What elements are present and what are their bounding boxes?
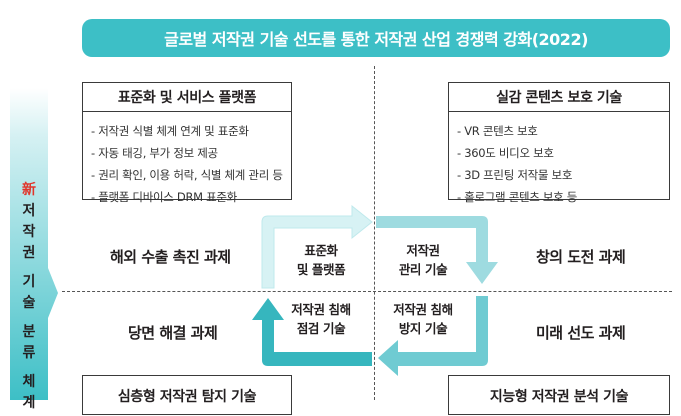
cycle-arrow-top-right [376, 216, 498, 284]
cycle-label-infringement-prevention: 저작권 침해 방지 기술 [393, 302, 453, 336]
side-label-char: 분 [22, 324, 36, 340]
title-banner: 글로벌 저작권 기술 선도를 통한 저작권 산업 경쟁력 강화(2022) [82, 19, 670, 57]
banner-title: 글로벌 저작권 기술 선도를 통한 저작권 산업 경쟁력 강화(2022) [164, 30, 588, 49]
side-label-char: 작 [22, 224, 36, 240]
cycle-arrows [252, 204, 498, 376]
quadrant-label-future: 미래 선도 과제 [536, 324, 626, 342]
box-item: VR 콘텐츠 보호 [457, 120, 669, 142]
box-title: 실감 콘텐츠 보호 기술 [449, 83, 669, 112]
cycle-label-standard-platform: 표준화 및 플랫폼 [296, 243, 346, 277]
side-label-char: 기 [22, 274, 36, 290]
vertical-divider [374, 66, 375, 400]
box-immersive-content-protection: 실감 콘텐츠 보호 기술 VR 콘텐츠 보호 360도 비디오 보호 3D 프린… [448, 82, 670, 204]
cycle-arrow-top-left [261, 204, 373, 289]
box-item: 플랫폼 디바이스 DRM 표준화 [91, 186, 291, 208]
side-label-char: 권 [22, 245, 36, 261]
horizontal-divider [62, 291, 672, 292]
quadrant-label-creative: 창의 도전 과제 [536, 248, 626, 266]
box-item: 자동 태깅, 부가 정보 제공 [91, 142, 291, 164]
side-label-char: 류 [22, 345, 36, 361]
quadrant-label-immediate: 당면 해결 과제 [128, 324, 218, 342]
box-standardization-platform: 표준화 및 서비스 플랫폼 저작권 식별 체계 연계 및 표준화 자동 태깅, … [82, 82, 292, 204]
side-label-char: 저 [22, 203, 36, 219]
quadrant-label-export: 해외 수출 촉진 과제 [110, 248, 231, 266]
box-item: 3D 프린팅 저작물 보호 [457, 164, 669, 186]
cycle-arrow-bottom-right [378, 296, 488, 376]
side-label-char: 술 [22, 295, 36, 311]
side-arrow-icon [10, 88, 58, 400]
cycle-label-copyright-management: 저작권 관리 기술 [398, 243, 448, 277]
box-item: 360도 비디오 보호 [457, 142, 669, 164]
cycle-arrow-bottom-left [252, 298, 372, 366]
side-label-char: 체 [22, 374, 36, 390]
box-title: 표준화 및 서비스 플랫폼 [83, 83, 291, 112]
cycle-label-infringement-check: 저작권 침해 점검 기술 [291, 302, 351, 336]
box-item: 홀로그램 콘텐츠 보호 등 [457, 186, 669, 208]
box-item: 저작권 식별 체계 연계 및 표준화 [91, 120, 291, 142]
side-label-new-char: 新 [22, 182, 36, 198]
box-item: 권리 확인, 이용 허락, 식별 체계 관리 등 [91, 164, 291, 186]
